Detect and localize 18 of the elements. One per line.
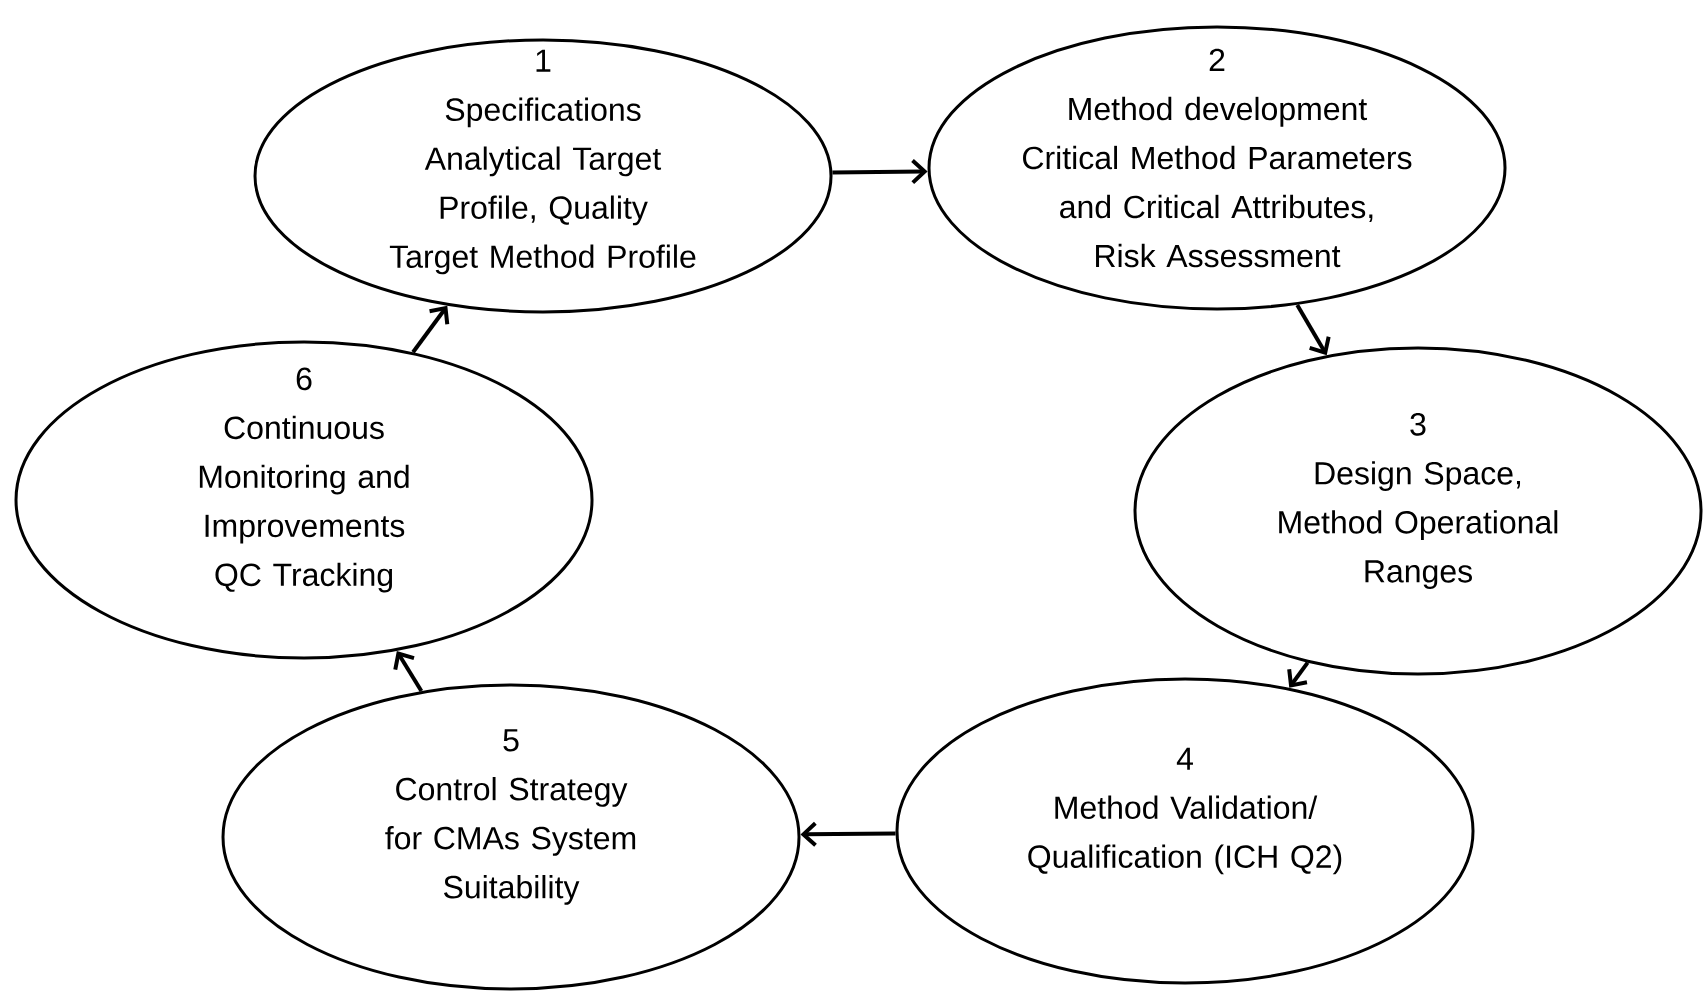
step-label: Method development Critical Method Parameters and Critical Attributes, Risk Assessment — [1023, 96, 1412, 268]
arrow — [411, 305, 450, 354]
step-number: 6 — [296, 367, 312, 391]
step-label: Control Strategy for CMAs System Suitability — [385, 777, 636, 905]
step-number: 5 — [503, 729, 519, 752]
step-label: Design Space, Method Operational Ranges — [1279, 461, 1558, 589]
step-number: 2 — [1209, 48, 1225, 71]
arrow — [800, 821, 896, 847]
step-number: 3 — [1410, 413, 1426, 436]
step-number: 1 — [536, 49, 551, 72]
arrow — [393, 651, 424, 693]
step-label: Continuous Monitoring and Improvements QC Tracking — [199, 415, 409, 593]
arrow — [1295, 303, 1331, 356]
arrow — [832, 159, 928, 185]
step-label: Specifications Analytical Target Profile, Quality Target Method Profile — [389, 97, 696, 275]
step-label: Method Validation/ Qualification (ICH Q2) — [1028, 795, 1342, 875]
step-number: 4 — [1176, 747, 1193, 770]
arrow — [1287, 661, 1310, 688]
